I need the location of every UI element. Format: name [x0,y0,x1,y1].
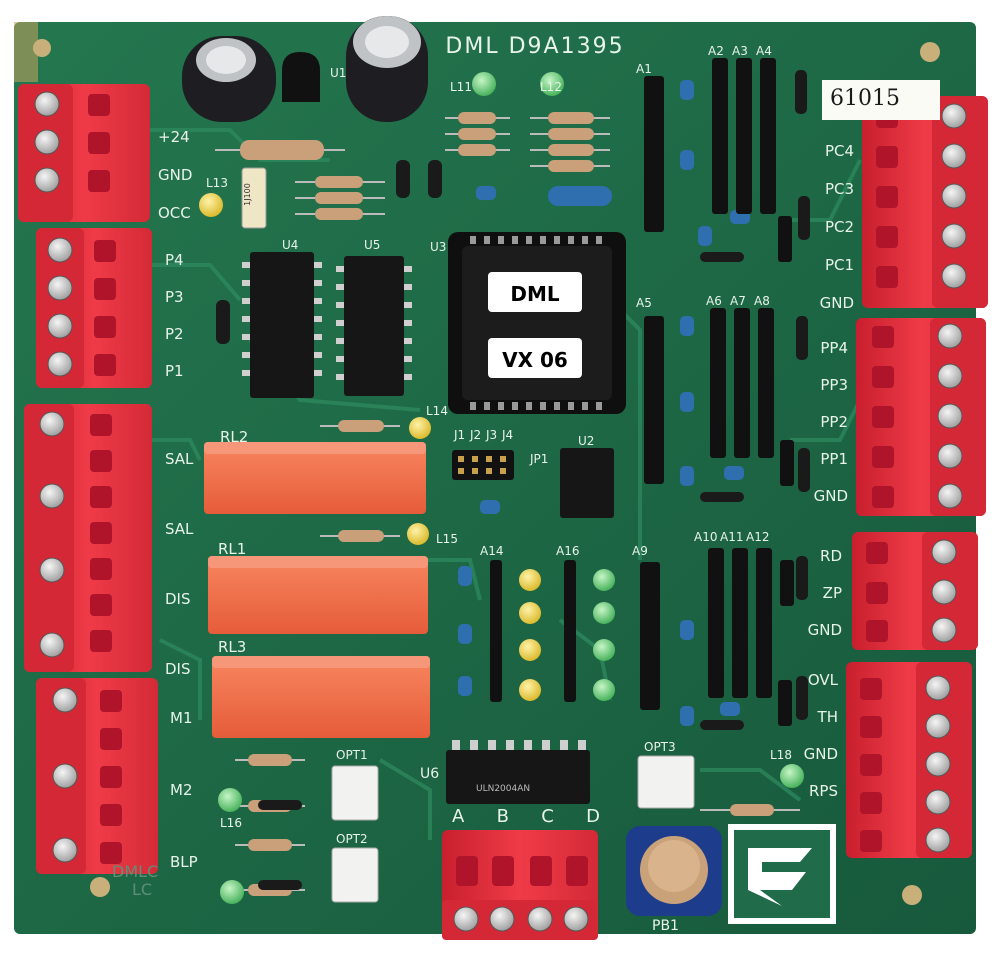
terminal-label: P2 [165,325,184,343]
terminal-label: OCC [158,204,191,222]
left-screws [34,91,78,863]
terminal-label: M1 [170,709,193,727]
ic-u5 [336,256,412,396]
terminal-label: PC1 [824,256,854,274]
ic-u6 [446,740,590,804]
chip-label-2: VX 06 [502,348,568,372]
terminal-label: OVL [807,671,838,689]
bottom-connector[interactable] [442,830,598,940]
jumper-block[interactable] [452,450,514,480]
terminal-label: M2 [170,781,193,799]
terminal-label: PC2 [824,218,854,236]
blue-capacitors [458,80,750,726]
terminal-label: C [541,806,554,827]
terminal-label: GND [819,294,854,312]
left-connector-3[interactable] [24,404,152,672]
chip-label-1: DML [510,282,560,306]
resistors [215,112,800,896]
terminal-label: PC3 [824,180,854,198]
opto-opt1 [331,765,379,821]
relay-rl2 [204,442,426,514]
terminal-label: D [586,806,600,827]
terminal-label: DIS [165,660,191,678]
terminal-label: A [452,806,465,827]
left-block2-labels: P4 P3 P2 P1 [165,242,184,390]
model-line-2: LC [132,880,153,899]
leds [199,72,804,904]
terminal-label: BLP [170,853,198,871]
bottom-terminal-labels: A B C D [452,806,600,827]
ic-u2 [560,448,614,518]
opto-opt2 [331,847,379,903]
handwritten-note: 61015 [830,86,900,111]
relay-rl1 [208,556,428,634]
right-block1-labels: PC4 PC3 PC2 PC1 GND [820,132,854,322]
terminal-label: SAL [165,450,194,468]
terminal-label: GND [813,487,848,505]
right-screws [925,103,967,853]
terminal-label: ZP [822,584,842,602]
terminal-label: PP1 [820,450,848,468]
relay-rl3 [212,656,430,738]
terminal-label: PP3 [820,376,848,394]
capacitor-2 [346,16,428,122]
terminal-label: RD [820,547,842,565]
transistor-u1 [282,52,320,102]
right-block4-labels: OVL TH GND RPS [804,662,838,810]
opto-opt3 [637,755,695,809]
plcc-socket-u3 [448,232,626,414]
terminal-label: RPS [809,782,838,800]
diodes [216,70,810,890]
ic-u4 [242,252,322,398]
board-title: DML D9A1395 [445,34,625,59]
left-terminal-holes [88,94,122,864]
right-block2-labels: PP4 PP3 PP2 PP1 GND [814,330,848,515]
terminal-label: PP2 [820,413,848,431]
terminal-label: GND [807,621,842,639]
terminal-label: DIS [165,590,191,608]
right-block3-labels: RD ZP GND [808,538,842,649]
resistor-pack [241,167,267,229]
left-block3-labels: SAL SAL DIS DIS [165,424,193,704]
terminal-label: P3 [165,288,184,306]
left-connector-2[interactable] [36,228,152,388]
terminal-label: PC4 [824,142,854,160]
terminal-label: +24 [158,128,190,146]
terminal-label: GND [158,166,193,184]
terminal-label: P1 [165,362,184,380]
model-line-1: DMLC [112,862,159,881]
terminal-label: PP4 [820,339,848,357]
terminal-label: B [496,806,509,827]
handwritten-label [822,80,940,120]
left-block1-labels: +24 GND OCC [158,118,192,232]
push-button-pb1[interactable] [626,826,722,916]
terminal-label: SAL [165,520,194,538]
terminal-label: TH [817,708,838,726]
terminal-label: P4 [165,251,184,269]
capacitor-1 [182,36,276,122]
terminal-label: GND [803,745,838,763]
sip-arrays [490,58,794,726]
maker-logo [728,824,836,924]
left-block4-labels: M1 M2 BLP [170,682,198,898]
